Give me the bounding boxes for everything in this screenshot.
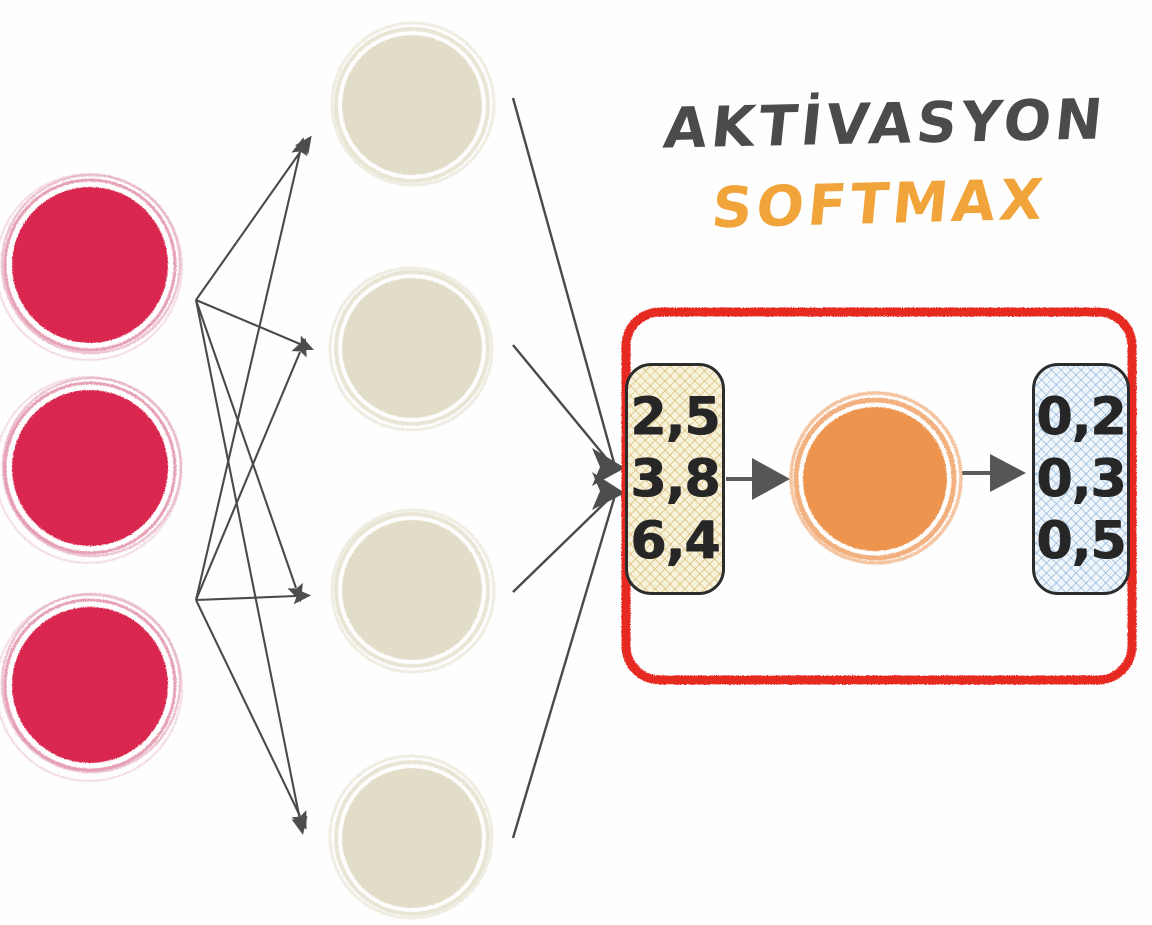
title-activation: AKTİVASYON	[660, 87, 1110, 162]
softmax-to-output-arrow	[962, 454, 1026, 492]
input-neuron-1[interactable]	[0, 173, 183, 361]
logit-value-3: 6,4	[630, 511, 720, 571]
logits-vector-box[interactable]: 2,5 3,8 6,4	[625, 363, 725, 595]
input-to-hidden-connections	[194, 135, 314, 835]
hidden-neuron-4[interactable]	[328, 754, 494, 920]
hidden-neuron-1[interactable]	[330, 21, 496, 187]
logit-value-1: 2,5	[630, 387, 720, 447]
logit-value-2: 3,8	[630, 449, 720, 509]
title-softmax: SOFTMAX	[708, 167, 1050, 242]
probabilities-vector-box[interactable]: 0,2 0,3 0,5	[1032, 363, 1130, 595]
probability-value-3: 0,5	[1036, 511, 1126, 571]
probability-value-1: 0,2	[1036, 387, 1126, 447]
hidden-neuron-3[interactable]	[330, 508, 496, 674]
logits-inbound-arrowheads	[592, 448, 625, 510]
input-neuron-3[interactable]	[0, 592, 183, 782]
input-neuron-2[interactable]	[0, 376, 183, 564]
probability-value-2: 0,3	[1036, 449, 1126, 509]
hidden-neuron-2[interactable]	[328, 266, 494, 432]
hidden-to-logits-connections	[511, 97, 618, 839]
logits-to-softmax-arrow	[726, 458, 790, 500]
